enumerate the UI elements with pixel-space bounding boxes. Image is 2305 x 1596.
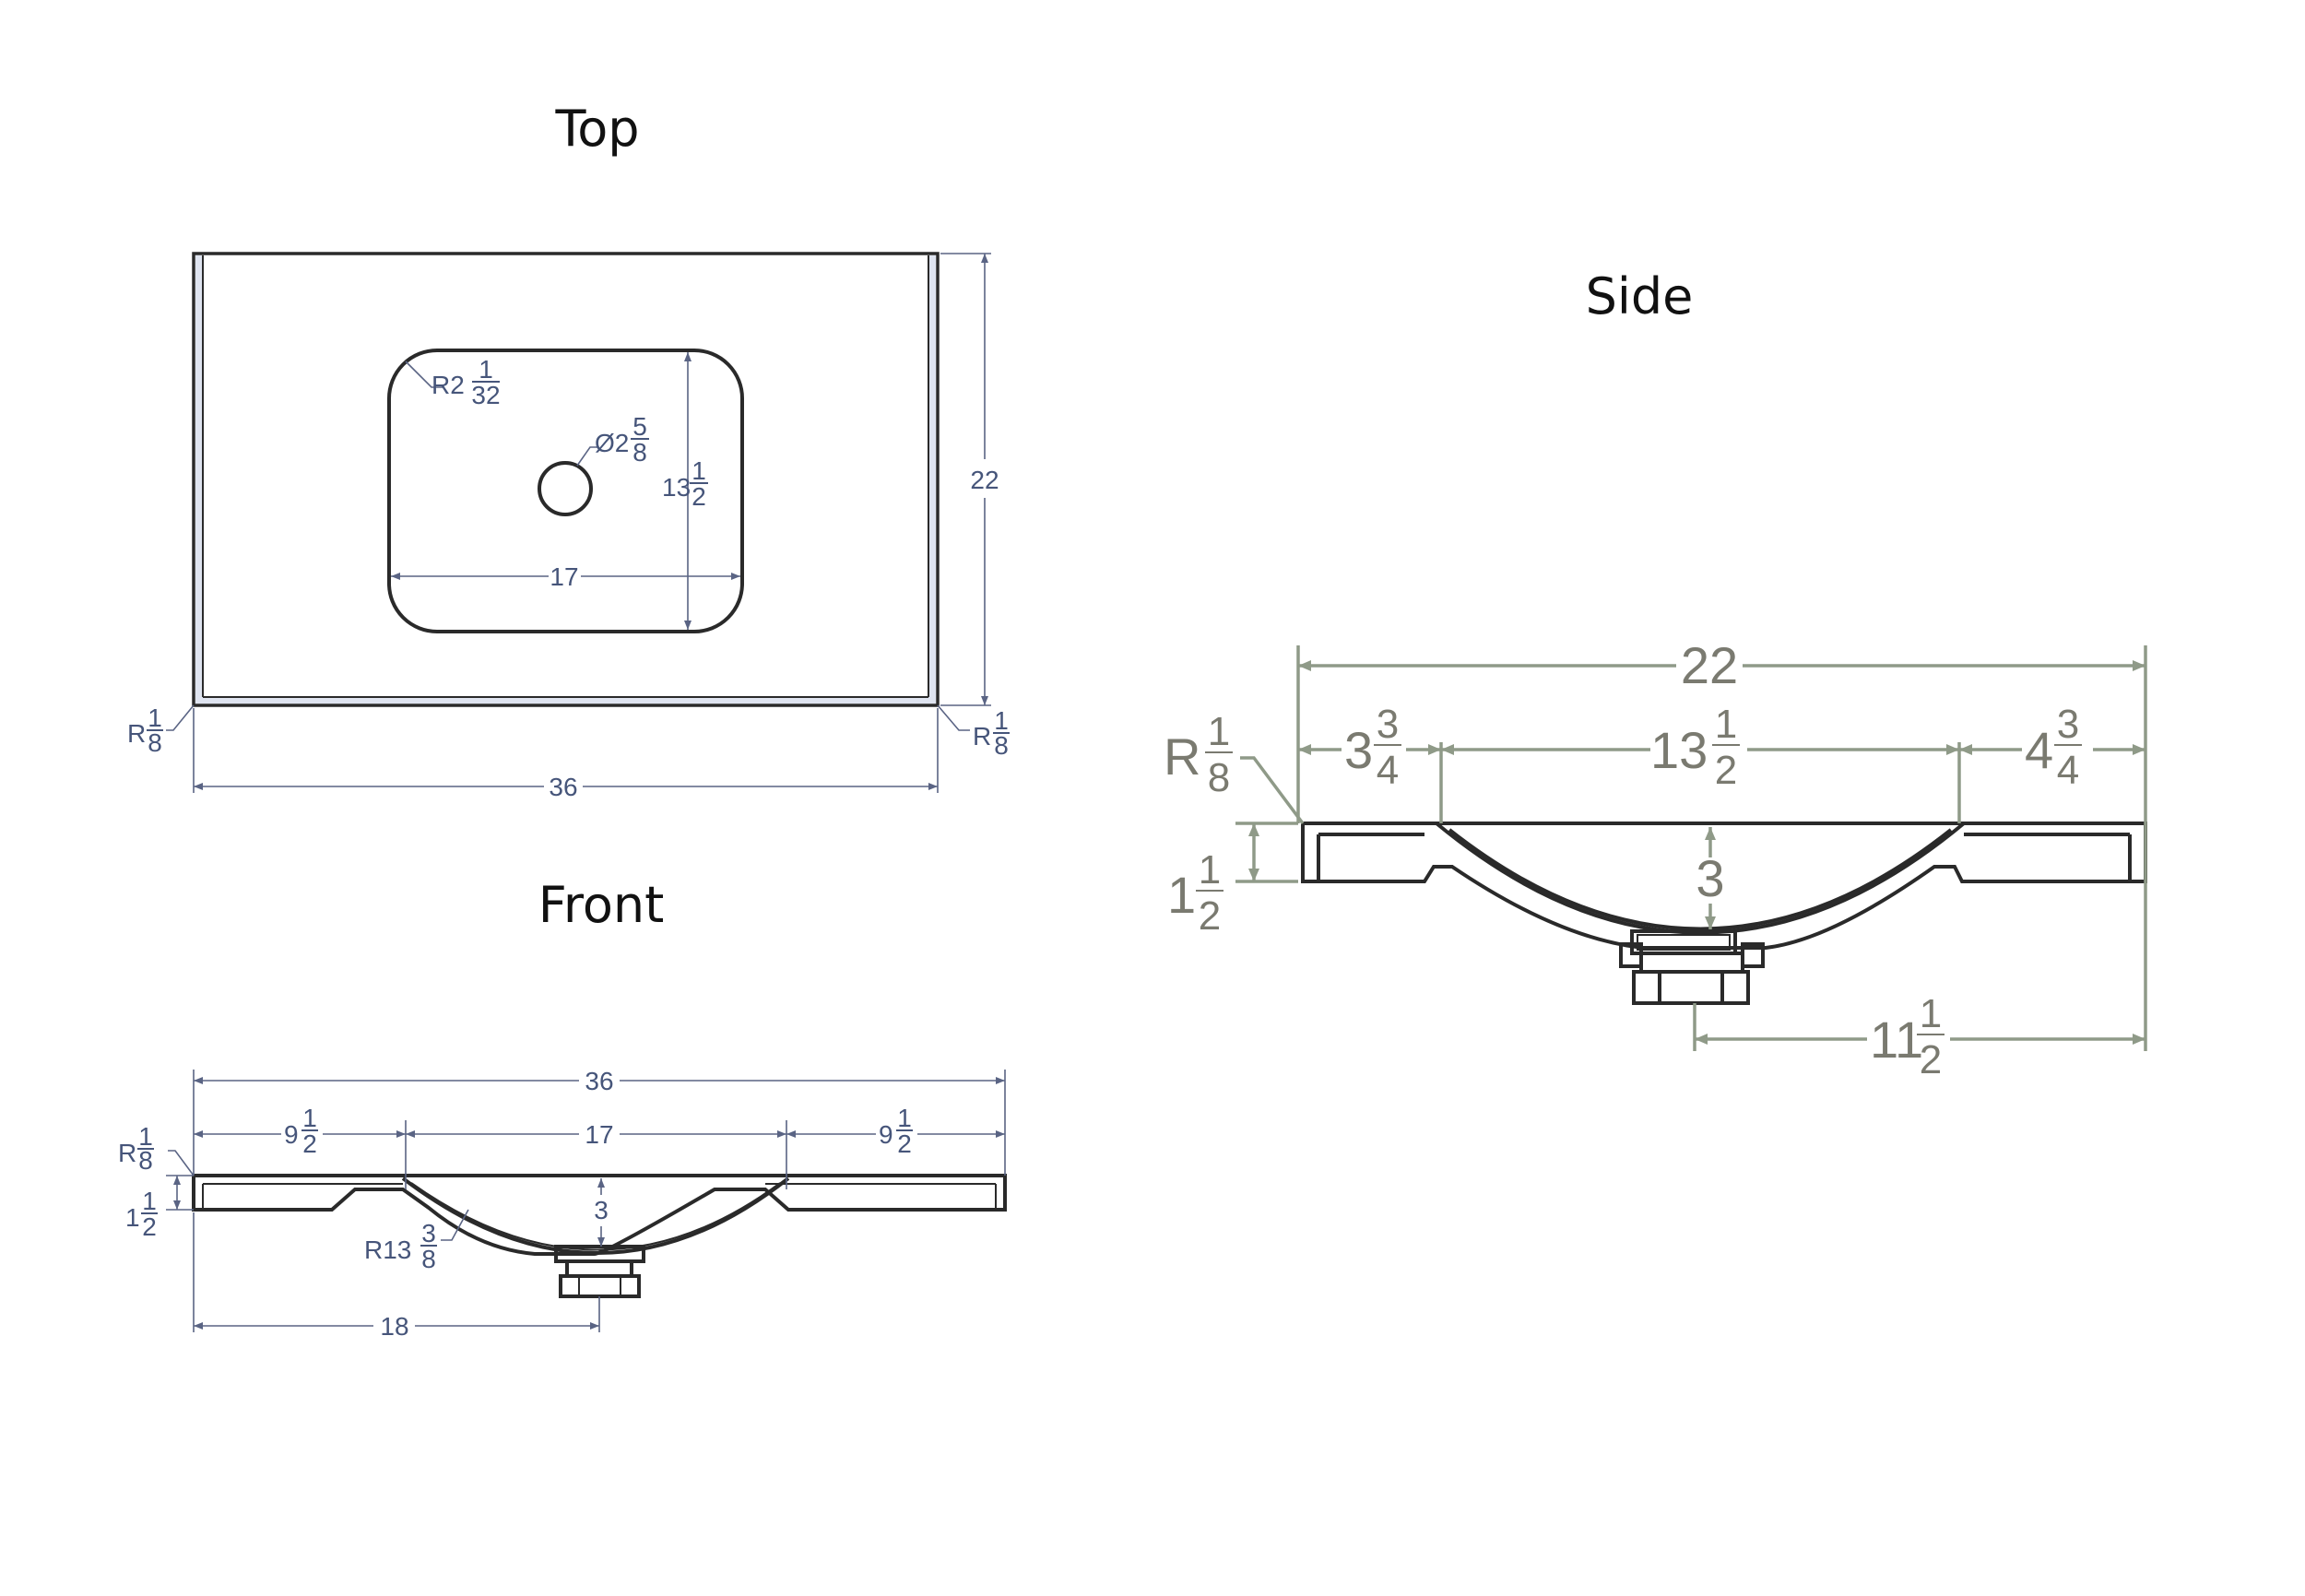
svg-text:8: 8: [421, 1245, 436, 1273]
top-edge-band-bottom: [195, 696, 936, 703]
svg-text:1: 1: [148, 703, 162, 732]
side-bowl-depth-label: 3: [1696, 849, 1724, 907]
svg-text:4: 4: [2025, 721, 2053, 779]
svg-text:1: 1: [897, 1104, 912, 1132]
top-bowl-outline: [387, 349, 744, 633]
front-bowl-curve: [401, 1176, 790, 1255]
top-depth-label: 22: [970, 466, 999, 494]
svg-text:1: 1: [302, 1104, 317, 1132]
svg-text:3: 3: [1344, 721, 1373, 779]
svg-text:1: 1: [994, 706, 1009, 735]
side-left-label: 3 3 4: [1344, 702, 1401, 793]
side-thickness-label: 1 1 2: [1167, 847, 1223, 939]
top-edge-band-left: [195, 255, 202, 703]
svg-text:2: 2: [302, 1129, 317, 1158]
svg-text:1: 1: [142, 1187, 157, 1215]
svg-text:2: 2: [142, 1212, 157, 1241]
svg-text:3: 3: [2057, 702, 2079, 747]
side-right-label: 4 3 4: [2025, 702, 2082, 793]
front-right-label: 9 1 2: [879, 1104, 913, 1158]
svg-text:2: 2: [1199, 893, 1221, 939]
svg-text:1: 1: [479, 355, 493, 384]
svg-text:5: 5: [632, 412, 647, 441]
svg-text:R: R: [1164, 727, 1200, 786]
svg-text:13: 13: [1650, 721, 1708, 779]
svg-text:3: 3: [421, 1219, 436, 1247]
svg-text:9: 9: [284, 1120, 299, 1149]
svg-text:R2: R2: [431, 371, 465, 399]
front-thickness-label: 1 1 2: [125, 1187, 158, 1241]
top-view: R2 1 32 Ø2 5 8 13 1 2 17 22 36 R 1 8 R 1: [127, 252, 1010, 801]
side-drain: [1619, 929, 1765, 1005]
top-edge-leader-right: [937, 704, 970, 731]
side-edge-label: R 1 8: [1164, 709, 1233, 800]
svg-text:11: 11: [1870, 1011, 1923, 1069]
svg-text:Ø2: Ø2: [595, 429, 629, 457]
side-center-label: 13 1 2: [1650, 702, 1740, 793]
svg-text:1: 1: [692, 456, 706, 485]
side-edge-leader: [1240, 756, 1305, 825]
top-radius-label: R2 1 32: [431, 355, 501, 409]
top-width-label: 36: [549, 773, 577, 801]
top-edge-band-right: [929, 255, 936, 703]
svg-text:1: 1: [1199, 847, 1221, 893]
svg-text:13: 13: [662, 473, 691, 502]
svg-text:2: 2: [692, 482, 706, 511]
front-bowl-radius-leader: [441, 1209, 469, 1241]
side-drain-offset-label: 11 1 2: [1870, 991, 1944, 1082]
svg-text:R: R: [118, 1139, 136, 1167]
top-countertop-outline: [192, 252, 940, 707]
front-bowl-radius-label: R13 3 8: [364, 1219, 437, 1273]
svg-text:8: 8: [994, 731, 1009, 760]
front-view-title: Front: [538, 876, 665, 934]
front-left-label: 9 1 2: [284, 1104, 318, 1158]
svg-text:8: 8: [148, 728, 162, 757]
svg-text:1: 1: [125, 1203, 140, 1232]
svg-text:8: 8: [1208, 755, 1230, 800]
svg-text:8: 8: [138, 1146, 153, 1175]
svg-text:1: 1: [1715, 702, 1737, 747]
svg-text:R: R: [973, 722, 991, 751]
svg-text:32: 32: [471, 381, 500, 409]
svg-text:R: R: [127, 719, 146, 748]
side-view: 22 3 3 4 13 1 2 4 3 4 R 1 8 1 1: [1164, 636, 2147, 1082]
top-radius-leader: [405, 361, 443, 388]
front-view: 36 9 1 2 17 9 1 2 R 1 8 1 1 2 3 R13: [118, 1067, 1007, 1341]
svg-text:8: 8: [632, 438, 647, 467]
top-drain-leader: [576, 446, 597, 467]
top-edge-label-right: R 1 8: [973, 706, 1010, 760]
front-bowl-depth-label: 3: [594, 1196, 609, 1224]
top-edge-leader-left: [166, 704, 195, 731]
top-bowl-depth-label: 13 1 2: [662, 456, 708, 511]
side-slab-outline: [1301, 822, 2147, 950]
svg-text:2: 2: [1920, 1037, 1942, 1082]
svg-text:9: 9: [879, 1120, 893, 1149]
front-drain-offset-label: 18: [380, 1312, 408, 1341]
front-center-label: 17: [585, 1120, 613, 1149]
top-edge-label-left: R 1 8: [127, 703, 163, 757]
front-edge-leader: [168, 1150, 195, 1176]
front-edge-label: R 1 8: [118, 1122, 154, 1175]
svg-text:2: 2: [897, 1129, 912, 1158]
svg-text:1: 1: [1208, 709, 1230, 754]
svg-text:2: 2: [1715, 748, 1737, 793]
top-bowl-width-label: 17: [550, 562, 578, 591]
svg-text:1: 1: [138, 1122, 153, 1151]
svg-text:1: 1: [1920, 991, 1942, 1036]
top-view-title: Top: [554, 100, 639, 158]
top-drain-hole: [538, 461, 593, 516]
svg-text:4: 4: [1377, 748, 1399, 793]
top-drain-label: Ø2 5 8: [595, 412, 649, 467]
side-depth-label: 22: [1681, 636, 1738, 694]
svg-text:4: 4: [2057, 748, 2079, 793]
front-width-label: 36: [585, 1067, 613, 1095]
svg-text:1: 1: [1167, 866, 1196, 924]
svg-text:3: 3: [1377, 702, 1399, 747]
side-view-title: Side: [1586, 267, 1694, 325]
svg-text:R13: R13: [364, 1235, 411, 1264]
